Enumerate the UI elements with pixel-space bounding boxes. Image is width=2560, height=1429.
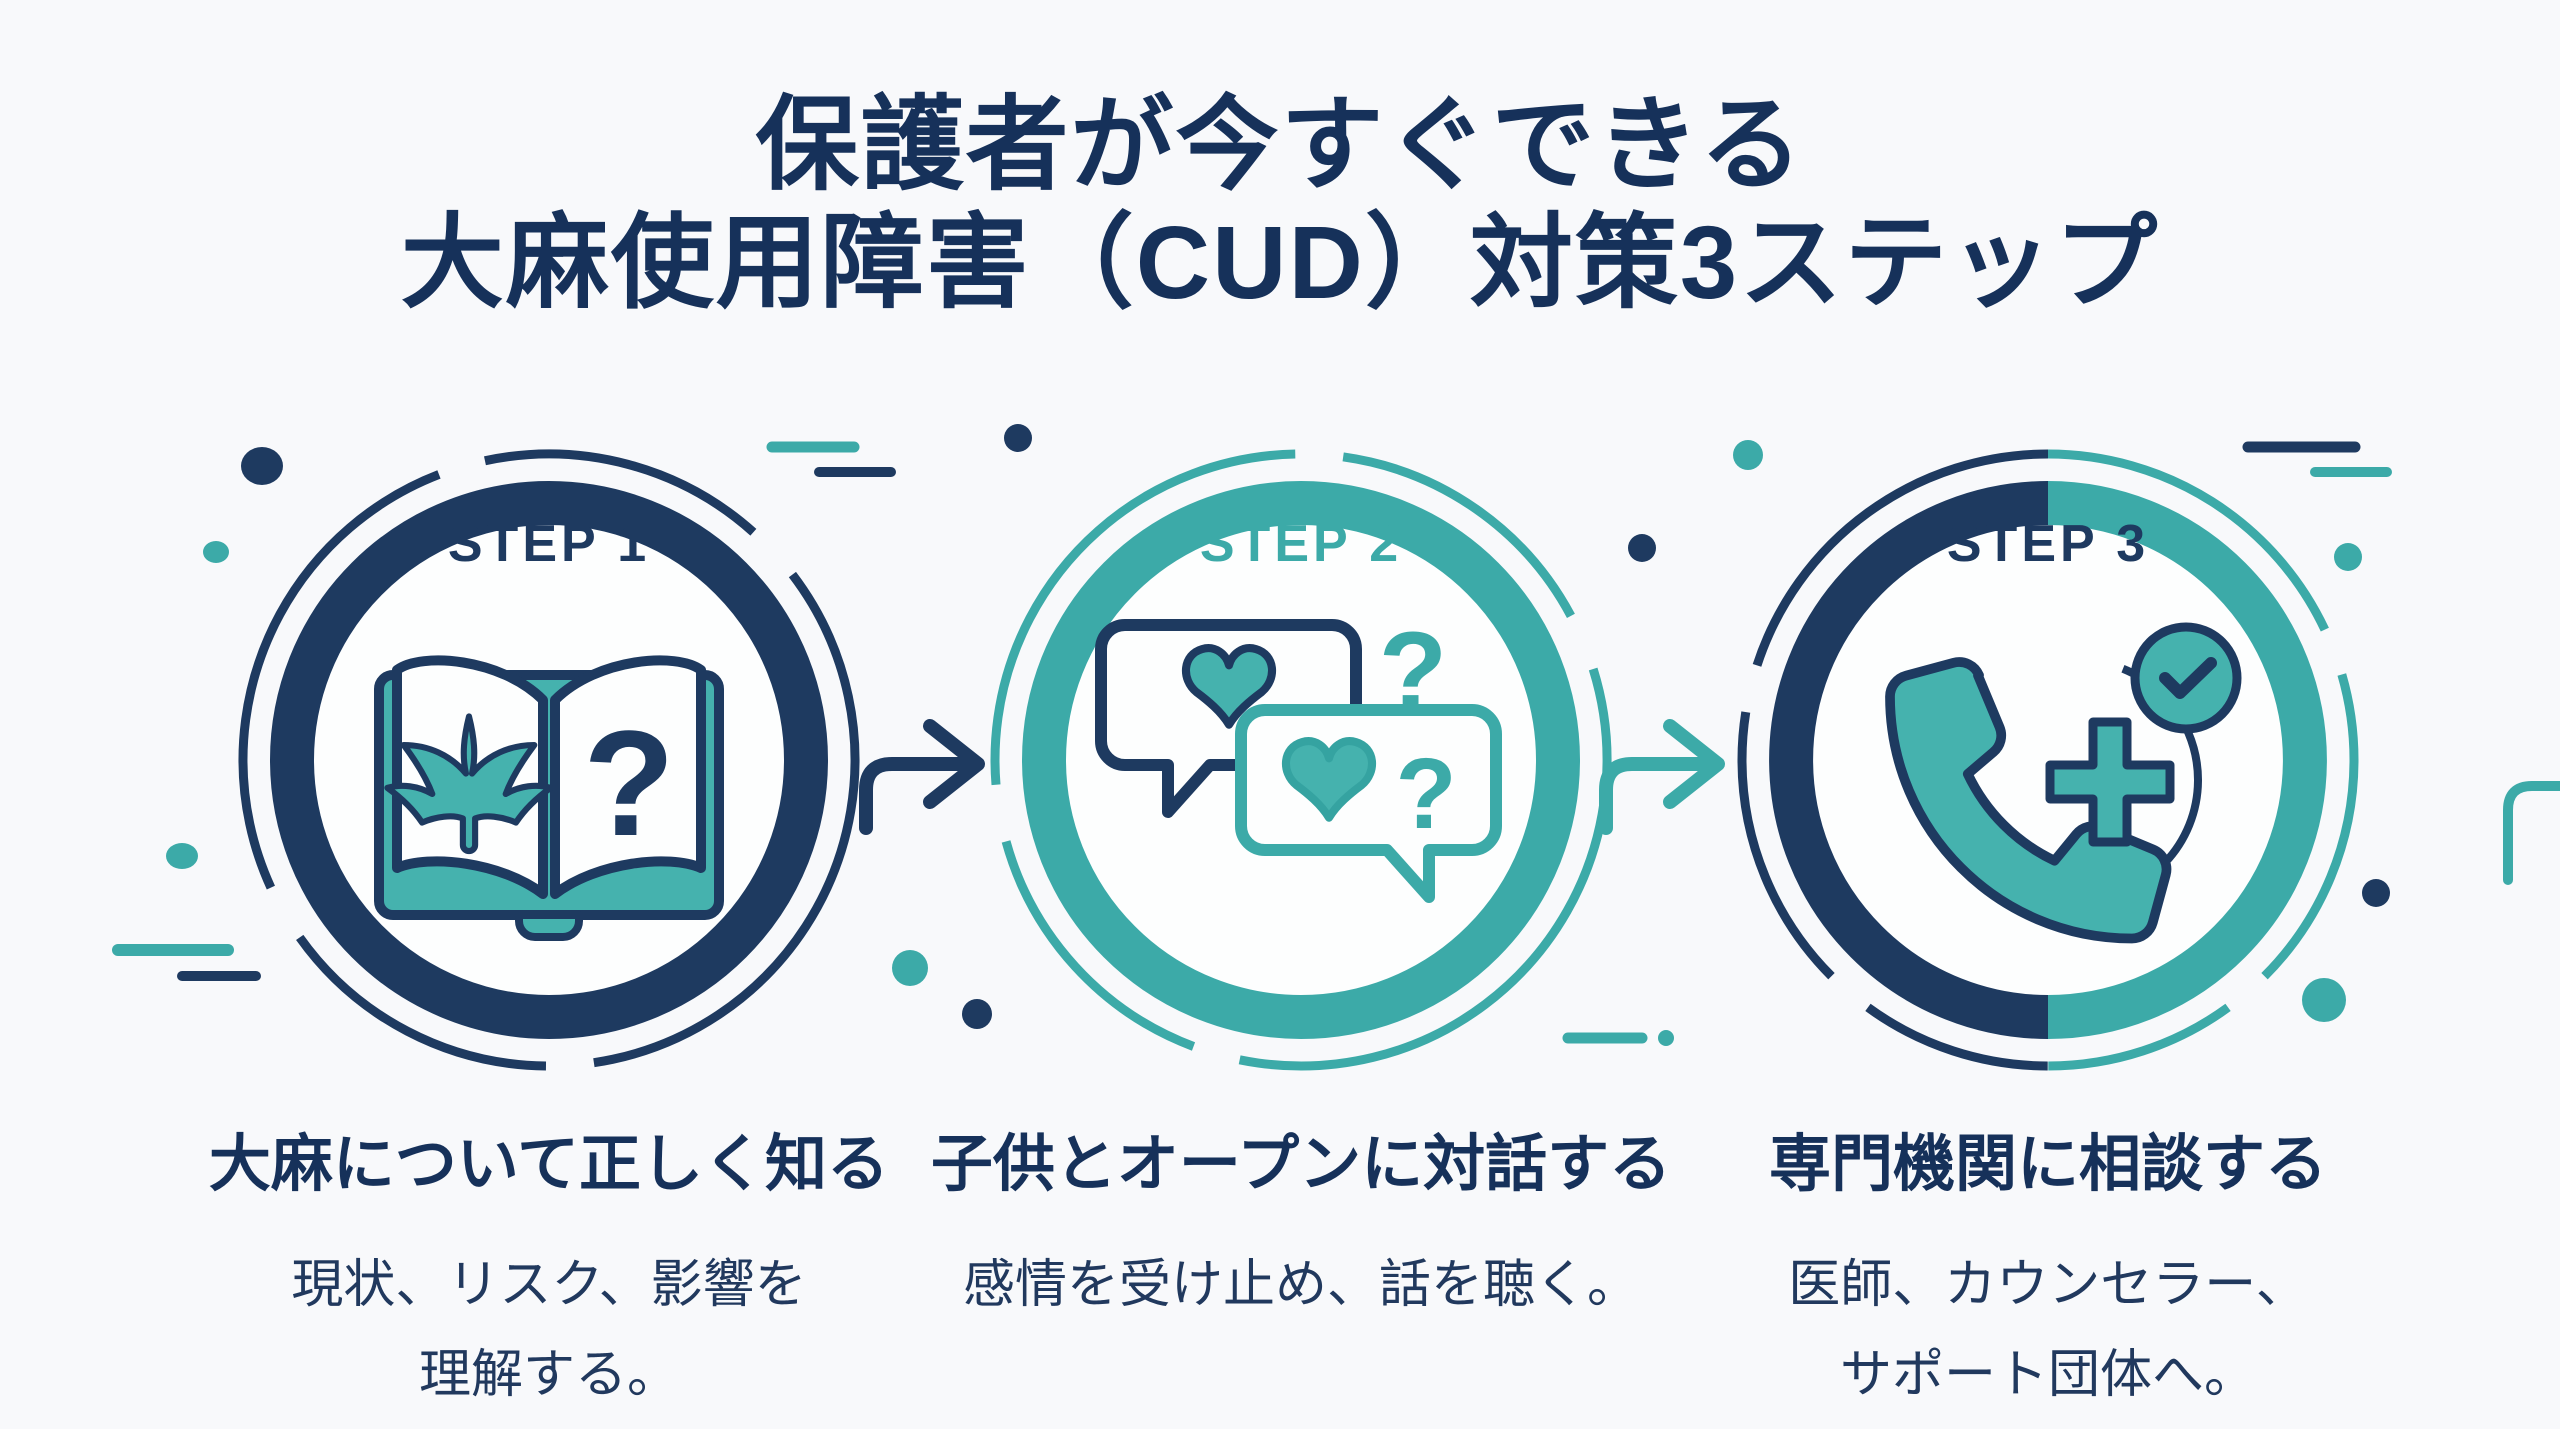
book-right-page xyxy=(550,655,706,899)
step3-outer-thin-ring-right xyxy=(2047,449,2359,1071)
main-title-line-1: 保護者が今すぐできる xyxy=(755,87,1805,202)
medical-cross-icon xyxy=(2045,717,2175,847)
book-question-mark: ? xyxy=(583,699,675,867)
step1-heading: 大麻について正しく知る xyxy=(208,1130,890,1199)
step3-heading: 専門機関に相談する xyxy=(1768,1130,2327,1199)
step2-description: 感情を受け止め、話を聴く。 xyxy=(911,1240,1691,1330)
step1-description-line-2: 理解する。 xyxy=(418,1346,679,1404)
decor-dot xyxy=(241,447,283,485)
chat-bubbles-icon: ? ? xyxy=(1095,609,1502,903)
step3-description-line-1: 医師、カウンセラー、 xyxy=(1788,1256,2308,1314)
phone-handset-icon xyxy=(1885,657,2172,944)
decor-dot xyxy=(203,541,229,563)
step1-caption: 大麻について正しく知る 現状、リスク、影響を 理解する。 xyxy=(159,1128,939,1420)
phone-medical-check-icon xyxy=(1885,622,2242,944)
step1-description-line-1: 現状、リスク、影響を xyxy=(291,1256,807,1314)
step3-main-ring-left xyxy=(1769,481,2049,1039)
decor-dot xyxy=(2334,543,2362,571)
arrow-step2-to-step3 xyxy=(1599,719,1725,835)
step2-label: STEP 2 xyxy=(1199,515,1403,573)
step1-label: STEP 1 xyxy=(447,515,651,573)
heart-icon xyxy=(1181,644,1277,729)
bubble-question-mark: ? xyxy=(1395,738,1456,850)
decorative-dots-and-dashes xyxy=(112,424,2560,1046)
main-title-line-2: 大麻使用障害（CUD）対策3ステップ xyxy=(400,205,2160,320)
step2-heading: 子供とオープンに対話する xyxy=(930,1130,1672,1199)
step3-label: STEP 3 xyxy=(1946,515,2150,573)
decor-dot xyxy=(1658,1030,1674,1046)
decor-dot xyxy=(1733,440,1763,470)
step1-outer-thin-ring xyxy=(238,449,860,1071)
step1-description: 現状、リスク、影響を 理解する。 xyxy=(159,1240,939,1420)
decor-corner-line xyxy=(2503,781,2560,885)
arrow-step1-to-step2 xyxy=(859,719,985,835)
decor-dot xyxy=(892,950,928,986)
check-badge-icon xyxy=(2130,622,2242,734)
decor-dot xyxy=(2362,879,2390,907)
book-bottom-tab xyxy=(515,911,583,941)
step3-description-line-2: サポート団体へ。 xyxy=(1839,1346,2256,1404)
decor-dot xyxy=(166,843,198,869)
step3-caption: 専門機関に相談する 医師、カウンセラー、 サポート団体へ。 xyxy=(1658,1128,2438,1420)
decor-dot xyxy=(962,999,992,1029)
book-cannabis-question-icon: ? xyxy=(374,655,724,941)
step3-main-ring-right xyxy=(2047,481,2327,1039)
decor-dot xyxy=(1628,534,1656,562)
decor-dot xyxy=(1004,424,1032,452)
decor-dot xyxy=(2302,978,2346,1022)
step3-outer-thin-ring-left xyxy=(1737,449,2049,1071)
step3-description: 医師、カウンセラー、 サポート団体へ。 xyxy=(1658,1240,2438,1420)
step2-caption: 子供とオープンに対話する 感情を受け止め、話を聴く。 xyxy=(911,1128,1691,1330)
heart-icon xyxy=(1281,737,1377,822)
step2-description-line-1: 感情を受け止め、話を聴く。 xyxy=(962,1256,1639,1314)
main-title: 保護者が今すぐできる 大麻使用障害（CUD）対策3ステップ xyxy=(0,86,2560,322)
cannabis-leaf-icon xyxy=(384,713,554,855)
